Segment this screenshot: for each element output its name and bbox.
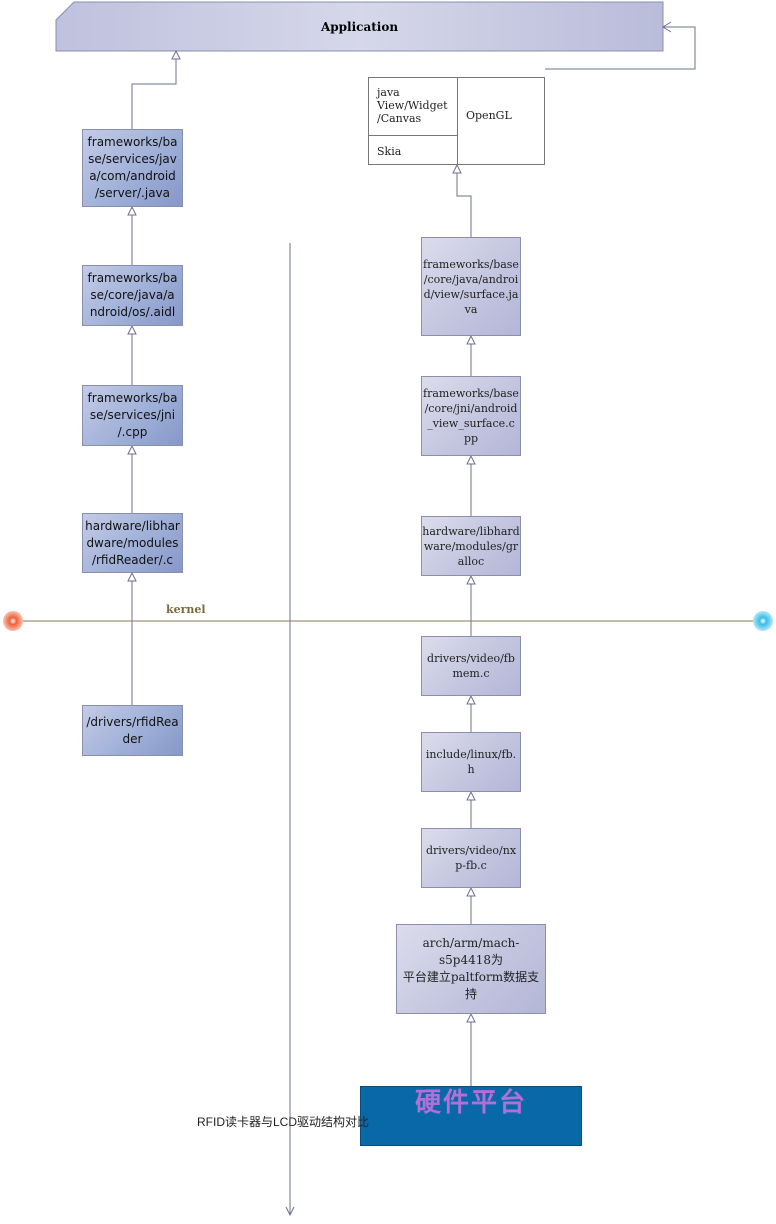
rfid-layer-driver[interactable]: /drivers/rfidRea der xyxy=(82,705,183,756)
lcd-layer-fbmem[interactable]: drivers/video/fb mem.c xyxy=(421,636,521,696)
application-banner xyxy=(55,1,664,52)
lcd-layer-fb-header[interactable]: include/linux/fb. h xyxy=(421,732,521,792)
lcd-layer-label: frameworks/base /core/jni/android _view_… xyxy=(423,387,519,445)
ui-stack-skia-cell: Skia xyxy=(369,136,458,164)
lcd-layer-platform-data[interactable]: arch/arm/mach-s5p4418为 平台建立paltform数据支 持 xyxy=(396,924,546,1014)
lcd-layer-label: hardware/libhard ware/modules/gr alloc xyxy=(422,524,520,568)
ui-stack-java-cell: java View/Widget /Canvas xyxy=(369,78,458,136)
arrowhead xyxy=(127,205,137,216)
lcd-layer-nxp-fb[interactable]: drivers/video/nx p-fb.c xyxy=(421,828,521,888)
ui-stack-class-box: java View/Widget /Canvas Skia OpenGL xyxy=(368,77,545,165)
rfid-layer-label: frameworks/ba se/services/jav a/com/andr… xyxy=(87,135,178,200)
application-title: Application xyxy=(320,20,399,34)
ui-stack-skia-label: Skia xyxy=(377,145,402,158)
arrowhead xyxy=(466,574,476,585)
diagram-caption: RFID读卡器与LCD驱动结构对比 xyxy=(197,1115,370,1129)
rfid-layer-label: frameworks/ba se/services/jni /.cpp xyxy=(87,391,178,439)
kernel-right-endpoint[interactable] xyxy=(753,611,773,631)
rfid-layer-label: hardware/libhar dware/modules /rfidReade… xyxy=(85,518,180,567)
arrowhead xyxy=(466,886,476,897)
lcd-link-to-ui-stack xyxy=(456,165,472,237)
lcd-layer-label: drivers/video/nx p-fb.c xyxy=(425,844,517,872)
arrowhead xyxy=(466,334,476,345)
arrowhead xyxy=(466,694,476,705)
self-loop-arrowhead xyxy=(662,21,672,33)
ui-stack-opengl-label: OpenGL xyxy=(466,109,512,122)
arrowhead xyxy=(171,49,181,60)
ui-stack-opengl-cell: OpenGL xyxy=(458,78,544,164)
arrowhead xyxy=(466,454,476,465)
lcd-layer-surface-java[interactable]: frameworks/base /core/java/androi d/view… xyxy=(421,237,521,336)
rfid-layer-label: frameworks/ba se/core/java/a ndroid/os/.… xyxy=(87,271,178,319)
lcd-layer-label: drivers/video/fb mem.c xyxy=(427,652,515,680)
rfid-layer-hal[interactable]: hardware/libhar dware/modules /rfidReade… xyxy=(82,513,183,573)
ui-stack-java-label: java View/Widget /Canvas xyxy=(377,86,448,125)
lcd-layer-label: frameworks/base /core/java/androi d/view… xyxy=(423,257,519,316)
lcd-layer-gralloc[interactable]: hardware/libhard ware/modules/gr alloc xyxy=(421,516,521,576)
rfid-layer-java-service[interactable]: frameworks/ba se/services/jav a/com/andr… xyxy=(82,129,183,207)
hardware-platform-box[interactable] xyxy=(360,1086,582,1146)
lcd-layer-label: include/linux/fb. h xyxy=(425,748,517,776)
arrowhead xyxy=(127,444,137,455)
rfid-layer-jni[interactable]: frameworks/ba se/services/jni /.cpp xyxy=(82,385,183,446)
arrowhead xyxy=(466,790,476,801)
application-self-loop xyxy=(545,26,696,70)
arrowhead xyxy=(452,163,462,174)
lcd-layer-label: arch/arm/mach-s5p4418为 平台建立paltform数据支 持 xyxy=(402,936,540,1001)
center-divider-arrowhead xyxy=(285,1206,295,1217)
kernel-label: kernel xyxy=(166,603,206,616)
rfid-link-to-application xyxy=(131,51,177,129)
arrowhead xyxy=(127,324,137,335)
arrowhead xyxy=(466,1012,476,1023)
lcd-layer-surface-jni[interactable]: frameworks/base /core/jni/android _view_… xyxy=(421,376,521,456)
rfid-layer-aidl[interactable]: frameworks/ba se/core/java/a ndroid/os/.… xyxy=(82,265,183,326)
kernel-left-endpoint[interactable] xyxy=(3,611,23,631)
rfid-layer-label: /drivers/rfidRea der xyxy=(86,714,179,746)
hardware-platform-label: 硬件平台 xyxy=(414,1088,527,1118)
arrowhead xyxy=(127,571,137,582)
